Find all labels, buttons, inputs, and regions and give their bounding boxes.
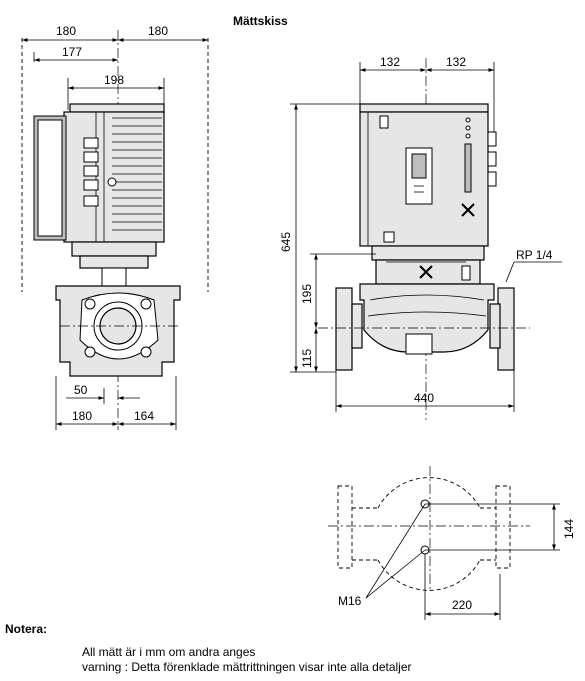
- note-line-1: All mätt är i mm om andra anges: [82, 645, 256, 659]
- brand-logo-icon: [461, 117, 475, 217]
- port-label: RP 1/4: [516, 248, 553, 262]
- flange-view: 144 220 M16: [328, 466, 576, 620]
- note-line-2: varning : Detta förenklade mättrittninge…: [82, 660, 412, 674]
- dim-flange-offset: 220: [452, 598, 472, 612]
- drawing-title: Mättskiss: [233, 14, 288, 28]
- dim-front-lower-height: 115: [300, 349, 314, 368]
- dim-side-bottom-left: 180: [72, 409, 92, 423]
- dim-front-top-left: 132: [380, 55, 400, 69]
- notes-heading: Notera:: [5, 622, 48, 636]
- dim-front-total-height: 645: [279, 232, 293, 252]
- dim-side-top-left: 180: [56, 24, 76, 38]
- dim-bolt-spacing: 144: [562, 519, 576, 539]
- dim-front-top-right: 132: [446, 55, 466, 69]
- dim-side-bottom-right: 164: [134, 409, 154, 423]
- front-view: 132 132: [279, 55, 562, 420]
- dim-side-offset: 177: [62, 45, 82, 59]
- side-view: 180 180 177 198: [21, 24, 209, 430]
- dim-front-length: 440: [414, 391, 434, 405]
- dim-side-top-right: 180: [148, 24, 168, 38]
- dim-side-bottom-small: 50: [74, 383, 88, 397]
- dim-side-motor-width: 198: [104, 73, 124, 87]
- bolt-label: M16: [338, 594, 362, 608]
- dim-front-upper-height: 195: [300, 284, 314, 304]
